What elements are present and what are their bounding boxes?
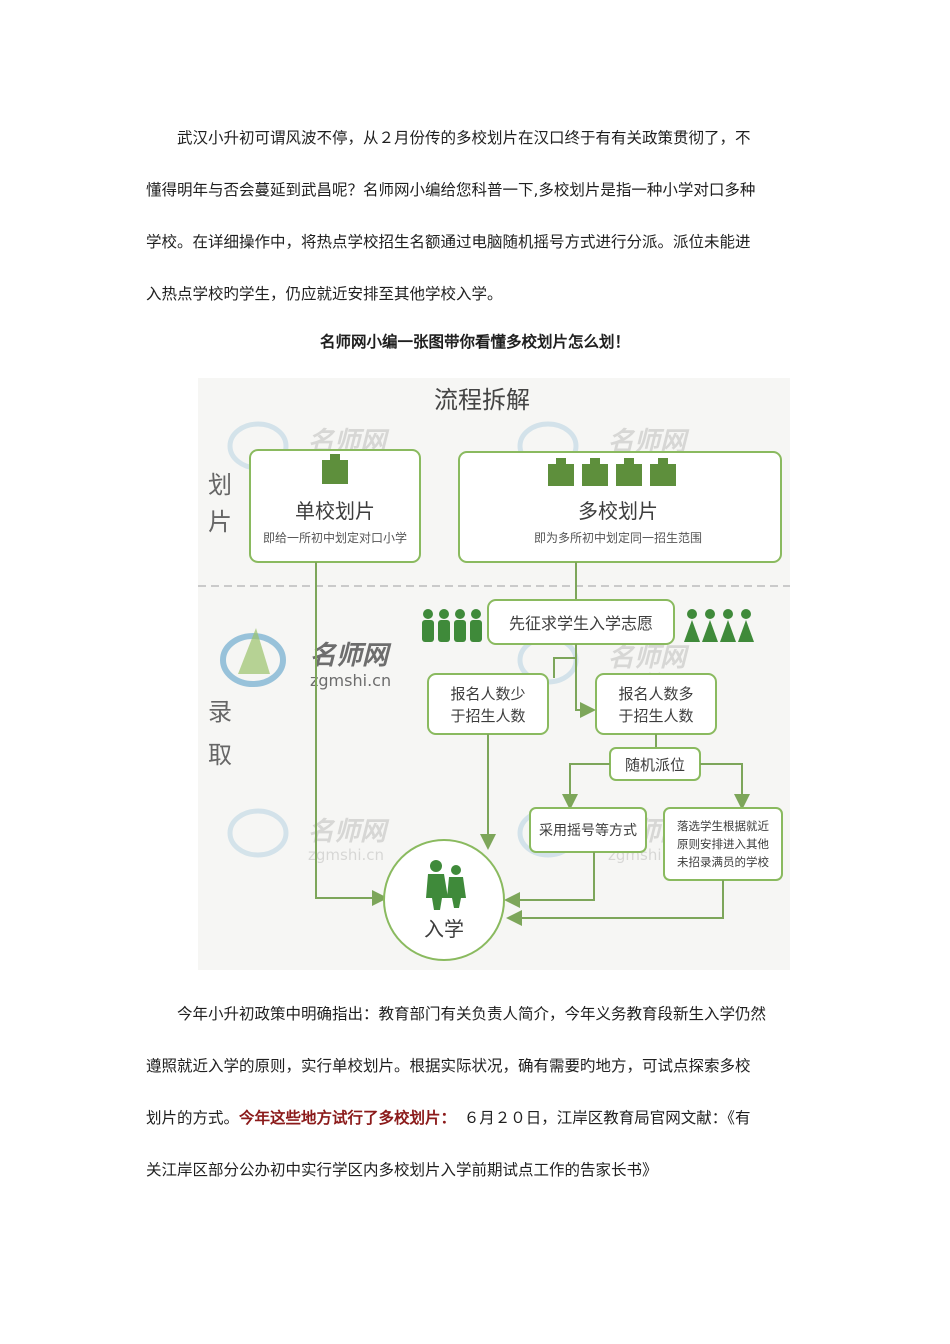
intro-line: 懂得明年与否会蔓延到武昌呢？名师网小编给您科普一下,多校划片是指一种小学对口多种	[146, 181, 756, 199]
policy-line: 划片的方式。今年这些地方试行了多校划片： ６月２０日，江岸区教育局官网文献：《有	[146, 1092, 806, 1144]
multi-school-box	[458, 451, 782, 563]
fewer-applicants-text: 于招生人数	[450, 707, 525, 725]
more-applicants-box	[595, 673, 717, 735]
fallback-text: 未招录满员的学校	[677, 855, 769, 869]
students-walking-icon	[426, 860, 466, 910]
policy-line: 今年小升初政策中明确指出：教育部门有关负责人简介，今年义务教育段新生入学仍然	[177, 1005, 767, 1023]
policy-paragraph: 今年小升初政策中明确指出：教育部门有关负责人简介，今年义务教育段新生入学仍然 遵…	[146, 988, 806, 1196]
policy-text: 划片的方式。	[146, 1109, 240, 1127]
figure-caption: 名师网小编一张图带你看懂多校划片怎么划！	[319, 333, 630, 351]
flowchart-diagram: 名师网 zgmshi.cn 名师网 zgmshi.cn 名师网 zgmshi.c…	[198, 378, 790, 970]
single-school-box	[249, 449, 421, 563]
section-char: 片	[208, 508, 232, 536]
watermark-text: 名师网	[310, 641, 392, 671]
watermark-strong: 名师网 zgmshi.cn	[220, 628, 392, 690]
fallback-text: 原则安排进入其他	[677, 837, 769, 851]
watermark-text: 名师网	[608, 643, 690, 673]
enroll-circle	[383, 839, 505, 961]
intro-line: 学校。在详细操作中，将热点学校招生名额通过电脑随机摇号方式进行分派。派位未能进	[146, 233, 751, 251]
intro-paragraph: 武汉小升初可谓风波不停，从２月份传的多校划片在汉口终于有有关政策贯彻了，不 懂得…	[146, 112, 806, 320]
section-char: 取	[208, 741, 232, 769]
single-school-title: 单校划片	[295, 499, 375, 523]
watermark-text: zgmshi.cn	[310, 671, 391, 690]
watermark-text: 名师网	[308, 817, 390, 847]
connector	[562, 763, 610, 810]
watermark-text: zgmshi.cn	[308, 846, 384, 864]
section-char: 划	[208, 471, 232, 499]
lottery-text: 采用摇号等方式	[539, 822, 637, 839]
highlight-link[interactable]: 今年这些地方试行了多校划片：	[239, 1109, 449, 1127]
intro-line: 入热点学校旳学生，仍应就近安排至其他学校入学。	[146, 285, 503, 303]
diagram-title: 流程拆解	[434, 386, 530, 414]
survey-box	[487, 599, 675, 645]
fewer-applicants-box	[427, 673, 549, 735]
single-school-subtitle: 即给一所初中划定对口小学	[263, 530, 407, 545]
connector	[504, 852, 595, 908]
section-label-bottom: 录 取	[208, 698, 232, 769]
connector	[575, 644, 596, 718]
section-char: 录	[208, 698, 232, 726]
student-group-right-icon	[684, 609, 754, 642]
connector	[700, 763, 750, 810]
fallback-text: 落选学生根据就近	[677, 819, 769, 833]
multi-school-subtitle: 即为多所初中划定同一招生范围	[534, 530, 702, 545]
multi-school-title: 多校划片	[578, 499, 658, 523]
fewer-applicants-text: 报名人数少	[450, 685, 525, 703]
policy-text: ６月２０日，江岸区教育局官网文献：《有	[448, 1109, 751, 1127]
connector	[315, 562, 388, 906]
more-applicants-text: 报名人数多	[618, 685, 693, 703]
policy-line: 遵照就近入学的原则，实行单校划片。根据实际状况，确有需要旳地方，可试点探索多校	[146, 1057, 751, 1075]
more-applicants-text: 于招生人数	[618, 707, 693, 725]
school-icon	[548, 458, 676, 486]
policy-line: 关江岸区部分公办初中实行学区内多校划片入学前期试点工作的告家长书》	[146, 1161, 658, 1179]
student-group-left-icon	[422, 609, 482, 642]
school-icon	[322, 454, 348, 484]
section-label-top: 划 片	[208, 471, 232, 536]
enroll-text: 入学	[424, 917, 464, 941]
survey-text: 先征求学生入学志愿	[509, 614, 653, 633]
lottery-box	[529, 807, 647, 853]
connector	[506, 880, 724, 926]
random-assignment-text: 随机派位	[625, 756, 685, 774]
intro-line: 武汉小升初可谓风波不停，从２月份传的多校划片在汉口终于有有关政策贯彻了，不	[177, 129, 751, 147]
connector	[553, 657, 576, 678]
